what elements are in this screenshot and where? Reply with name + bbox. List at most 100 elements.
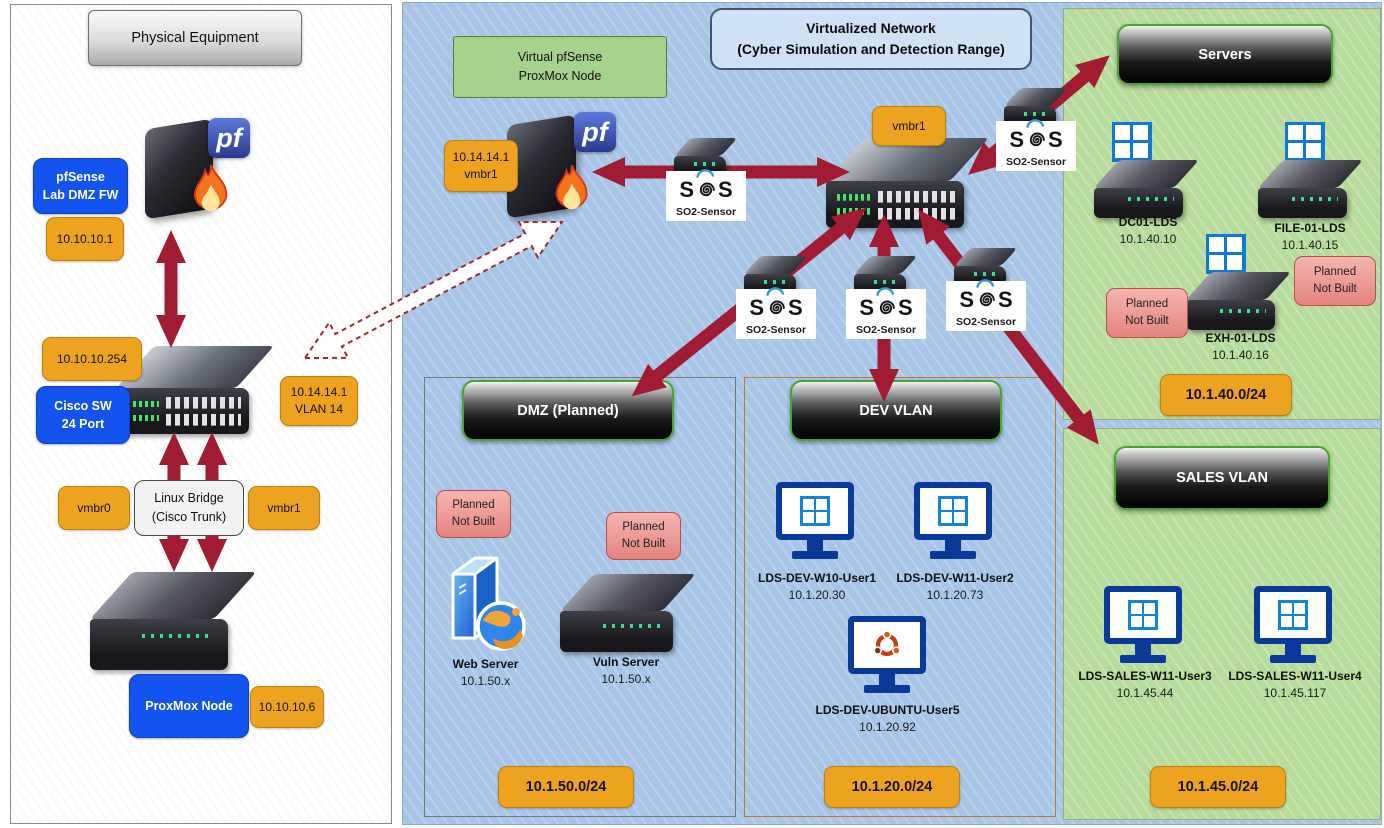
proxmox-node-icon — [90, 572, 258, 670]
dev-vlan-subpanel — [744, 377, 1056, 817]
virtual-switch-icon — [826, 138, 994, 228]
so2-sensor-2: S S SO2-Sensor — [996, 88, 1076, 171]
pf-logo: pf — [208, 118, 250, 158]
flame-icon — [193, 164, 228, 212]
cisco-vlan-ip-text: 10.14.14.1 — [290, 385, 348, 400]
servers-header: Servers — [1117, 24, 1333, 85]
security-onion-logo: S S — [848, 287, 924, 323]
physical-equipment-title-text: Physical Equipment — [131, 30, 259, 46]
exh01-server-icon — [1186, 272, 1294, 330]
servers-header-text: Servers — [1198, 46, 1252, 63]
dev-host-2-label: LDS-DEV-W11-User2 10.1.20.73 — [896, 571, 1014, 602]
so2-sensor-1: S S SO2-Sensor — [666, 138, 746, 221]
virtual-flame-icon — [555, 164, 588, 210]
vswitch-front-face — [826, 181, 964, 228]
virtual-pfsense-note-line2: ProxMox Node — [518, 69, 602, 83]
physical-equipment-title: Physical Equipment — [88, 10, 302, 66]
dev-subnet-label: 10.1.20.0/24 — [824, 766, 960, 808]
cisco-switch-ip-text: 10.10.10.254 — [56, 351, 128, 366]
sales-vlan-header-text: SALES VLAN — [1176, 470, 1268, 486]
sensor-card: S S SO2-Sensor — [666, 169, 746, 221]
dev-vlan-header: DEV VLAN — [790, 380, 1002, 441]
vuln-server-label: Vuln Server 10.1.50.x — [592, 655, 660, 686]
security-onion-logo: S S — [668, 169, 744, 205]
file01-label: FILE-01-LDS 10.1.40.15 — [1274, 221, 1346, 252]
dmz-planned-badge-2: Planned Not Built — [606, 512, 681, 560]
virtual-pf-logo: pf — [574, 112, 616, 152]
linux-bridge-line1: Linux Bridge — [154, 491, 224, 506]
file01-server-icon — [1258, 160, 1366, 218]
pf-logo-text: pf — [216, 122, 242, 153]
virtual-pf-logo-text: pf — [582, 116, 608, 147]
virtualized-network-title: Virtualized Network (Cyber Simulation an… — [710, 8, 1032, 70]
sales-host-1-label: LDS-SALES-W11-User3 10.1.45.44 — [1078, 669, 1212, 700]
cisco-vlan-text: VLAN 14 — [294, 402, 344, 416]
virtualized-network-title-line2: (Cyber Simulation and Detection Range) — [737, 41, 1005, 57]
proxmox-node-label: ProxMox Node — [129, 674, 249, 738]
servers-planned-badge-1: Planned Not Built — [1106, 288, 1188, 338]
cisco-switch-icon — [116, 346, 278, 434]
sales-workstation-2-icon — [1254, 586, 1332, 663]
pfsense-fw-ip-text: 10.10.10.1 — [56, 231, 114, 246]
sensor-card: S S SO2-Sensor — [946, 279, 1026, 331]
sensor-card: S S SO2-Sensor — [846, 287, 926, 339]
sensor-label: SO2-Sensor — [1005, 156, 1067, 168]
servers-planned-badge-2: Planned Not Built — [1294, 256, 1376, 306]
vmbr1-left-label: vmbr1 — [248, 486, 320, 530]
dmz-subnet-label: 10.1.50.0/24 — [498, 766, 634, 808]
ubuntu-logo — [873, 630, 901, 657]
vswitch-vmbr1-text: vmbr1 — [892, 118, 926, 133]
dmz-header-text: DMZ (Planned) — [517, 402, 619, 419]
security-onion-logo: S S — [948, 279, 1024, 315]
vuln-server-icon — [560, 574, 698, 652]
linux-bridge-label: Linux Bridge (Cisco Trunk) — [134, 480, 244, 536]
security-onion-logo: S S — [738, 287, 814, 323]
windows-logo — [1278, 600, 1308, 630]
virtual-pfsense-ip: 10.14.14.1 vmbr1 — [444, 140, 518, 192]
cisco-switch-ip: 10.10.10.254 — [42, 337, 142, 381]
virtualized-network-title-line1: Virtualized Network — [806, 20, 936, 36]
physical-firewall-icon: pf — [138, 114, 250, 224]
sensor-card: S S SO2-Sensor — [736, 287, 816, 339]
windows-logo — [1112, 122, 1152, 162]
sensor-label: SO2-Sensor — [745, 324, 807, 336]
cisco-switch-label: Cisco SW 24 Port — [36, 386, 130, 444]
windows-logo — [938, 496, 968, 526]
sales-subnet-label: 10.1.45.0/24 — [1150, 766, 1286, 808]
dmz-subpanel — [424, 377, 736, 817]
vmbr0-label: vmbr0 — [58, 486, 130, 530]
sales-vlan-header: SALES VLAN — [1114, 446, 1330, 510]
sales-workstation-1-icon — [1104, 586, 1182, 663]
sales-host-2-label: LDS-SALES-W11-User4 10.1.45.117 — [1228, 669, 1362, 700]
sensor-label: SO2-Sensor — [675, 206, 737, 218]
proxmox-node-label-text: ProxMox Node — [145, 698, 233, 713]
dev-host-1-label: LDS-DEV-W10-User1 10.1.20.30 — [757, 571, 877, 602]
so2-sensor-4: S S SO2-Sensor — [846, 256, 926, 339]
cisco-switch-label-line2: 24 Port — [61, 417, 105, 431]
cisco-vlan-label: 10.14.14.1 VLAN 14 — [280, 376, 358, 426]
vmbr1-left-text: vmbr1 — [267, 500, 301, 515]
cisco-switch-label-line1: Cisco SW — [54, 398, 112, 413]
dev-host-3-label: LDS-DEV-UBUNTU-User5 10.1.20.92 — [815, 703, 960, 734]
vswitch-vmbr1-label: vmbr1 — [872, 106, 946, 146]
virtual-pfsense-note: Virtual pfSense ProxMox Node — [453, 36, 667, 98]
dev-workstation-1-icon — [776, 482, 854, 559]
switch-front-face — [116, 388, 249, 434]
windows-logo — [800, 496, 830, 526]
proxmox-node-ip-text: 10.10.10.6 — [258, 699, 316, 714]
proxmox-node-ip: 10.10.10.6 — [250, 686, 324, 728]
virtual-pfsense-ip-text: 10.14.14.1 — [452, 150, 510, 165]
web-server-icon — [451, 556, 526, 651]
dev-ubuntu-workstation-icon — [848, 616, 926, 693]
pfsense-fw-label-line2: Lab DMZ FW — [42, 188, 119, 202]
windows-logo — [1206, 234, 1246, 274]
virtual-pfsense-icon: pf — [500, 110, 616, 224]
vmbr0-text: vmbr0 — [77, 500, 111, 515]
pfsense-fw-ip: 10.10.10.1 — [46, 217, 124, 261]
sensor-card: S S SO2-Sensor — [996, 119, 1076, 171]
virtual-pfsense-if-text: vmbr1 — [464, 167, 498, 181]
exh01-label: EXH-01-LDS 10.1.40.16 — [1205, 331, 1276, 362]
dmz-header: DMZ (Planned) — [462, 380, 674, 441]
virtual-pfsense-note-line1: Virtual pfSense — [517, 50, 603, 65]
